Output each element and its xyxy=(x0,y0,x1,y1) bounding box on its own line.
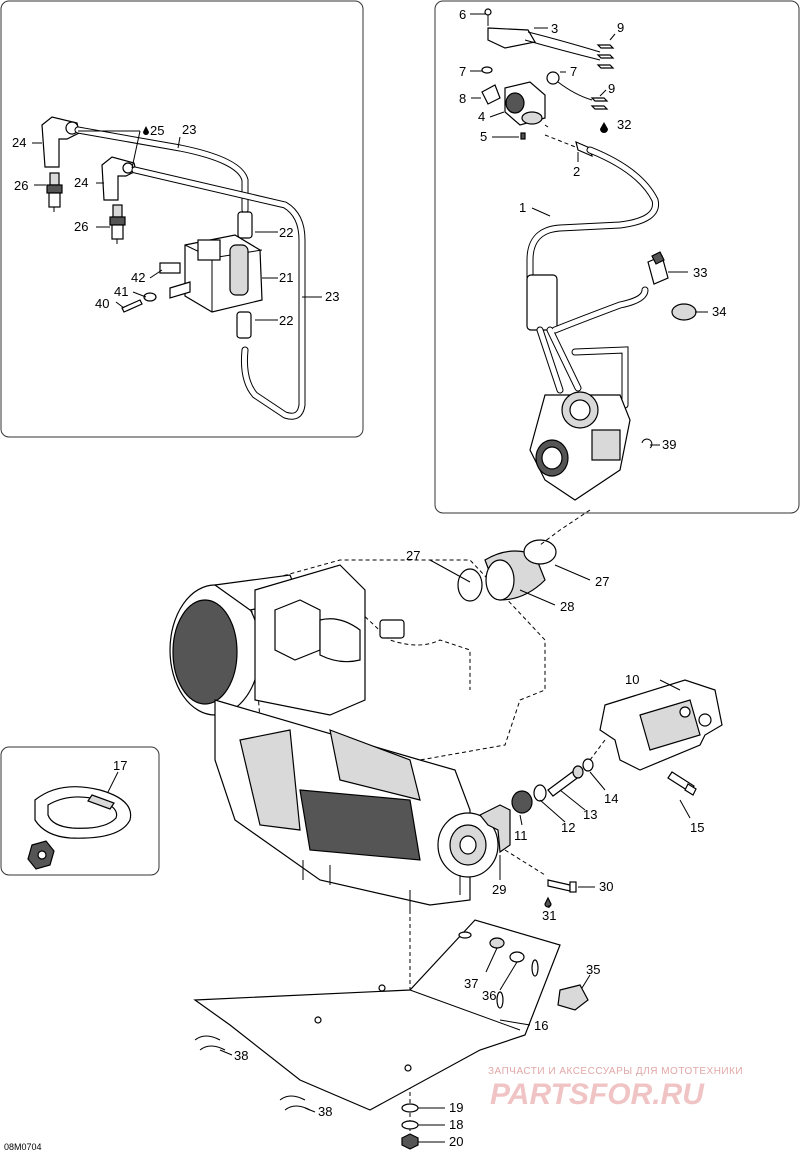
callout-26: 26 xyxy=(14,178,28,193)
callout-27: 27 xyxy=(595,574,609,589)
clamp-inner xyxy=(457,568,483,602)
callout-7: 7 xyxy=(570,64,577,79)
ignition-leaders xyxy=(32,130,322,321)
callout-28: 28 xyxy=(560,599,574,614)
coil-connector xyxy=(159,262,181,274)
sensor-35 xyxy=(557,984,589,1011)
callout-5: 5 xyxy=(480,129,487,144)
drop-icon xyxy=(600,122,608,133)
callout-11: 11 xyxy=(514,828,528,843)
callout-19: 19 xyxy=(449,1100,463,1115)
callout-37: 37 xyxy=(464,976,478,991)
watermark-subtitle: ЗАПЧАСТИ И АКСЕССУАРЫ ДЛЯ МОТОТЕХНИКИ xyxy=(488,1066,743,1077)
spark-plug-lower xyxy=(109,204,126,244)
callout-4: 4 xyxy=(478,109,485,124)
mount-nut xyxy=(582,758,594,772)
coil-boot-lower xyxy=(236,311,252,339)
callout-16: 16 xyxy=(534,1018,548,1033)
callout-1: 1 xyxy=(519,200,526,215)
callout-6: 6 xyxy=(459,7,466,22)
callout-42: 42 xyxy=(131,270,145,285)
watermark-brand: PARTSFOR.RU xyxy=(490,1078,705,1111)
ignition-coil xyxy=(184,234,263,313)
callout-26: 26 xyxy=(74,219,88,234)
callout-24: 24 xyxy=(74,175,88,190)
washer xyxy=(143,292,157,302)
clip-38-upper xyxy=(194,1035,226,1051)
callout-29: 29 xyxy=(492,882,506,897)
callout-labels: 24 25 23 26 24 26 22 21 22 23 42 41 40 6… xyxy=(12,7,726,1149)
callout-39: 39 xyxy=(662,437,676,452)
drop-icon xyxy=(143,126,149,135)
pulley-bracket xyxy=(479,804,511,854)
carburetor-group xyxy=(481,8,697,501)
callout-41: 41 xyxy=(114,284,128,299)
callout-30: 30 xyxy=(599,879,613,894)
lifting-handle xyxy=(27,771,132,870)
washer-19 xyxy=(401,1103,419,1113)
callout-22: 22 xyxy=(279,225,293,240)
callout-3: 3 xyxy=(551,21,558,36)
carburetor-inset-frame xyxy=(434,0,800,514)
stud-bushing xyxy=(489,937,505,949)
callout-2: 2 xyxy=(573,164,580,179)
skid-plate xyxy=(193,919,561,1111)
callout-15: 15 xyxy=(690,820,704,835)
throttle-lever-bracket xyxy=(487,27,536,49)
callout-13: 13 xyxy=(583,807,597,822)
callout-25: 25 xyxy=(150,123,164,138)
callout-21: 21 xyxy=(279,270,293,285)
callout-23: 23 xyxy=(182,122,196,137)
callout-34: 34 xyxy=(712,304,726,319)
callout-27: 27 xyxy=(406,548,420,563)
cable-splitter xyxy=(526,274,558,331)
stud-washer xyxy=(509,951,525,963)
callout-23: 23 xyxy=(325,289,339,304)
callout-10: 10 xyxy=(625,672,639,687)
carburetor-leaders xyxy=(470,13,708,446)
callout-40: 40 xyxy=(95,296,109,311)
engine-assembly xyxy=(169,509,723,1150)
washer-18 xyxy=(401,1120,419,1130)
callout-7: 7 xyxy=(459,64,466,79)
callout-12: 12 xyxy=(561,820,575,835)
ignition-inset-frame xyxy=(0,0,364,438)
rubber-mount xyxy=(511,790,533,814)
bolt-30 xyxy=(547,879,571,892)
callout-33: 33 xyxy=(693,265,707,280)
callout-17: 17 xyxy=(113,758,127,773)
callout-18: 18 xyxy=(449,1117,463,1132)
callout-9: 9 xyxy=(608,81,615,96)
main-leaders xyxy=(219,559,691,1143)
callout-36: 36 xyxy=(482,988,496,1003)
callout-31: 31 xyxy=(542,908,556,923)
engine-head-outline xyxy=(249,559,546,771)
spark-plug-upper xyxy=(46,172,63,212)
mount-washer xyxy=(533,784,547,802)
callout-24: 24 xyxy=(12,135,26,150)
drawing-code: 08M0704 xyxy=(4,1142,42,1152)
callout-38: 38 xyxy=(234,1048,248,1063)
ignition-coil-group xyxy=(41,116,306,420)
callout-38: 38 xyxy=(318,1104,332,1119)
callout-14: 14 xyxy=(604,791,618,806)
grommet xyxy=(671,303,697,321)
callout-9: 9 xyxy=(617,20,624,35)
coil-bolt xyxy=(121,299,143,313)
callout-35: 35 xyxy=(586,962,600,977)
callout-22: 22 xyxy=(279,313,293,328)
callout-20: 20 xyxy=(449,1134,463,1149)
callout-32: 32 xyxy=(617,117,631,132)
callout-8: 8 xyxy=(459,91,466,106)
nut-20 xyxy=(401,1133,419,1150)
coil-boot-upper xyxy=(237,211,253,239)
